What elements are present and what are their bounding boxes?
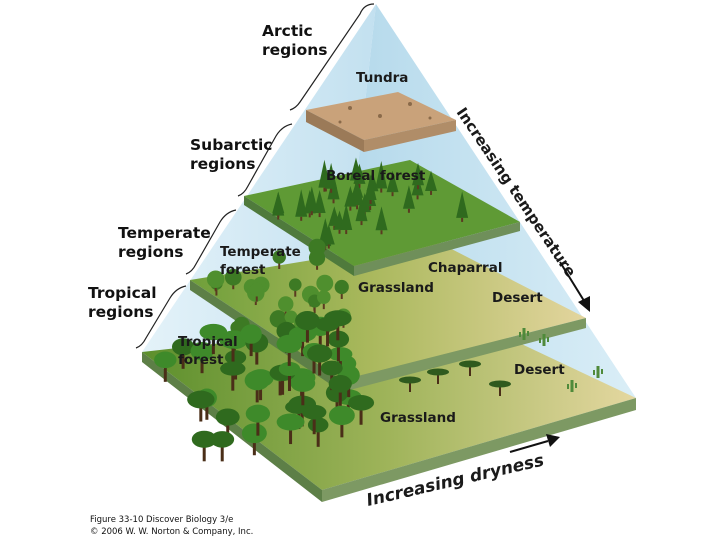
tropical-tree bbox=[329, 375, 352, 393]
arctic-regions-label: Arctic regions bbox=[262, 22, 327, 60]
deciduous-tree bbox=[309, 250, 325, 266]
temperate-forest-label-line1: Temperate bbox=[220, 244, 301, 260]
temperate-regions-label: Temperate regions bbox=[118, 224, 211, 262]
tropical-tree bbox=[216, 409, 240, 426]
cactus bbox=[527, 331, 529, 336]
deciduous-tree bbox=[250, 283, 264, 297]
tropical-tree bbox=[242, 423, 267, 443]
deciduous-tree bbox=[317, 290, 331, 304]
tundra-label: Tundra bbox=[356, 70, 408, 86]
tropical-tree bbox=[295, 311, 320, 330]
tropical-tree bbox=[302, 405, 326, 420]
tropical-tree bbox=[321, 361, 343, 376]
cactus bbox=[601, 369, 603, 374]
subarctic-regions-label: Subarctic regions bbox=[190, 136, 273, 174]
desert-tropical-label: Desert bbox=[514, 362, 565, 378]
tropical-regions-label: Tropical regions bbox=[88, 284, 157, 322]
tropical-tree bbox=[154, 352, 176, 369]
dryness-arrowhead bbox=[546, 434, 560, 447]
tropical-tree bbox=[220, 362, 245, 376]
tropical-forest-label-line1: Tropical bbox=[178, 334, 238, 350]
desert-temperate-label: Desert bbox=[492, 290, 543, 306]
cactus bbox=[575, 383, 577, 388]
tropical-tree bbox=[316, 317, 339, 331]
tropical-tree bbox=[245, 371, 270, 391]
cactus bbox=[547, 337, 549, 342]
figure-caption-line2: © 2006 W. W. Norton & Company, Inc. bbox=[90, 527, 253, 537]
tropical-tree bbox=[277, 414, 305, 431]
tropical-tree bbox=[290, 375, 315, 392]
temperate-forest-label-line2: forest bbox=[220, 262, 266, 278]
acacia-tree bbox=[427, 369, 449, 376]
tropical-tree bbox=[307, 344, 332, 362]
tropical-tree bbox=[308, 417, 329, 432]
grassland-tropical-label: Grassland bbox=[380, 410, 456, 426]
acacia-tree bbox=[459, 361, 481, 368]
tropical-forest-label-line2: forest bbox=[178, 352, 224, 368]
boreal-forest-label: Boreal forest bbox=[326, 168, 426, 184]
deciduous-tree bbox=[335, 280, 349, 294]
tropical-tree bbox=[277, 335, 302, 353]
chaparral-label: Chaparral bbox=[428, 260, 502, 276]
temperature-arrowhead bbox=[578, 296, 590, 312]
tropical-tree bbox=[246, 405, 270, 423]
tropical-tree bbox=[329, 406, 355, 425]
acacia-tree bbox=[399, 377, 421, 384]
figure-caption-line1: Figure 33-10 Discover Biology 3/e bbox=[90, 515, 233, 525]
deciduous-tree bbox=[289, 278, 302, 291]
tropical-tree bbox=[240, 324, 261, 343]
deciduous-tree bbox=[316, 275, 333, 292]
acacia-tree bbox=[489, 381, 511, 388]
tropical-tree bbox=[187, 391, 214, 409]
deciduous-tree bbox=[278, 296, 293, 311]
tropical-tree bbox=[210, 431, 234, 447]
grassland-temperate-label: Grassland bbox=[358, 280, 434, 296]
tropical-tree bbox=[348, 395, 374, 411]
